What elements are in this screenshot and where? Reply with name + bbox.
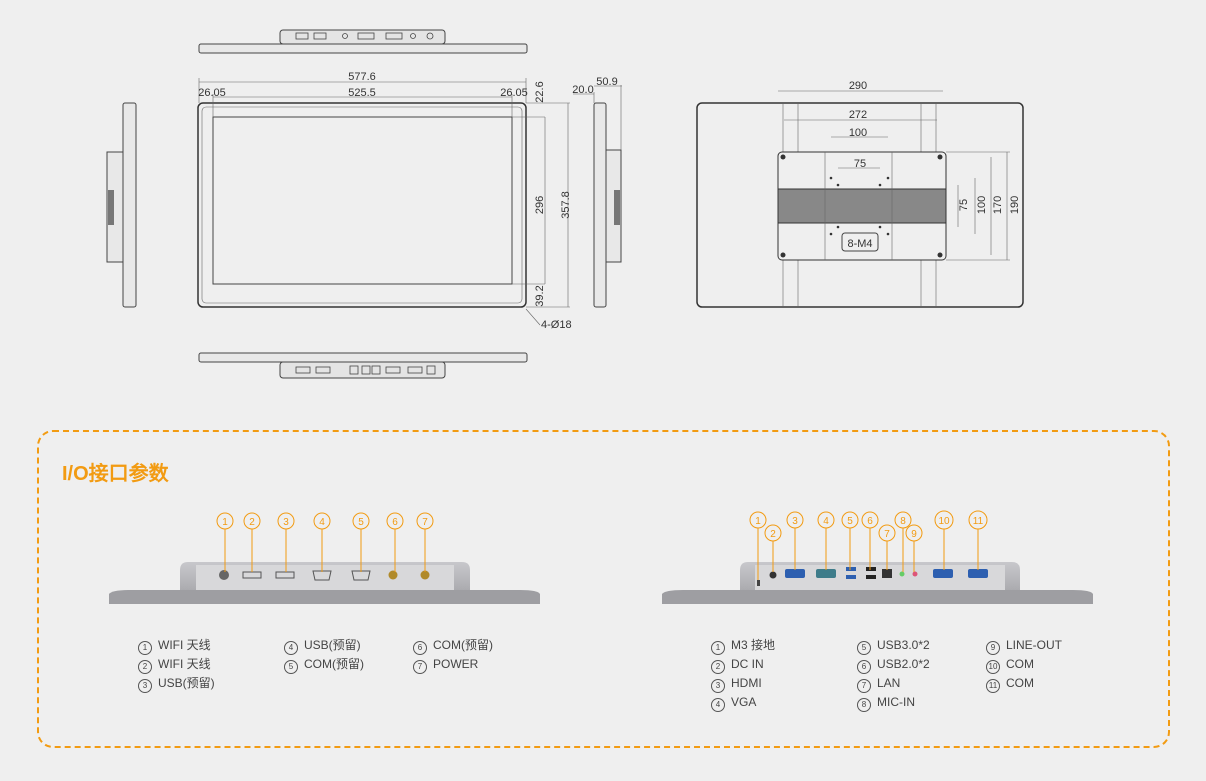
dim-panel-depth: 20.0 (572, 84, 593, 96)
bottom-view (198, 352, 528, 379)
dim-bezel-top: 22.6 (534, 81, 546, 102)
dim-rail-inner: 272 (849, 109, 867, 121)
dim-vesa-75-h: 75 (854, 158, 866, 170)
dim-screen-height: 296 (534, 196, 546, 214)
top-view (198, 29, 528, 54)
dim-overall-height: 357.8 (560, 191, 572, 219)
dim-bezel-right: 26.05 (500, 87, 528, 99)
dim-height-170: 170 (992, 196, 1004, 214)
dim-vesa-100-h: 100 (849, 127, 867, 139)
dim-rail-outer: 290 (849, 80, 867, 92)
dim-vesa-100-v: 100 (976, 196, 988, 214)
front-view: 577.6 525.5 26.05 26.05 22.6 296 357.8 3… (197, 71, 572, 331)
dim-corner-holes: 4-Ø18 (541, 319, 572, 331)
back-view: 290 272 100 75 75 100 170 190 8-M4 (696, 80, 1024, 308)
right-side-view: 50.9 20.0 (572, 76, 622, 308)
dim-screws: 8-M4 (847, 238, 872, 250)
dim-height-190: 190 (1009, 196, 1021, 214)
dim-depth: 50.9 (596, 76, 617, 88)
io-section-title: I/O接口参数 (62, 463, 169, 485)
dim-bezel-bottom: 39.2 (534, 285, 546, 306)
dim-bezel-left: 26.05 (198, 87, 226, 99)
dim-screen-width: 525.5 (348, 87, 376, 99)
io-section-frame (37, 430, 1170, 748)
dim-vesa-75-v: 75 (958, 199, 970, 211)
dim-overall-width: 577.6 (348, 71, 376, 83)
left-side-view (106, 102, 137, 308)
dimension-drawings: 577.6 525.5 26.05 26.05 22.6 296 357.8 3… (106, 29, 1024, 379)
